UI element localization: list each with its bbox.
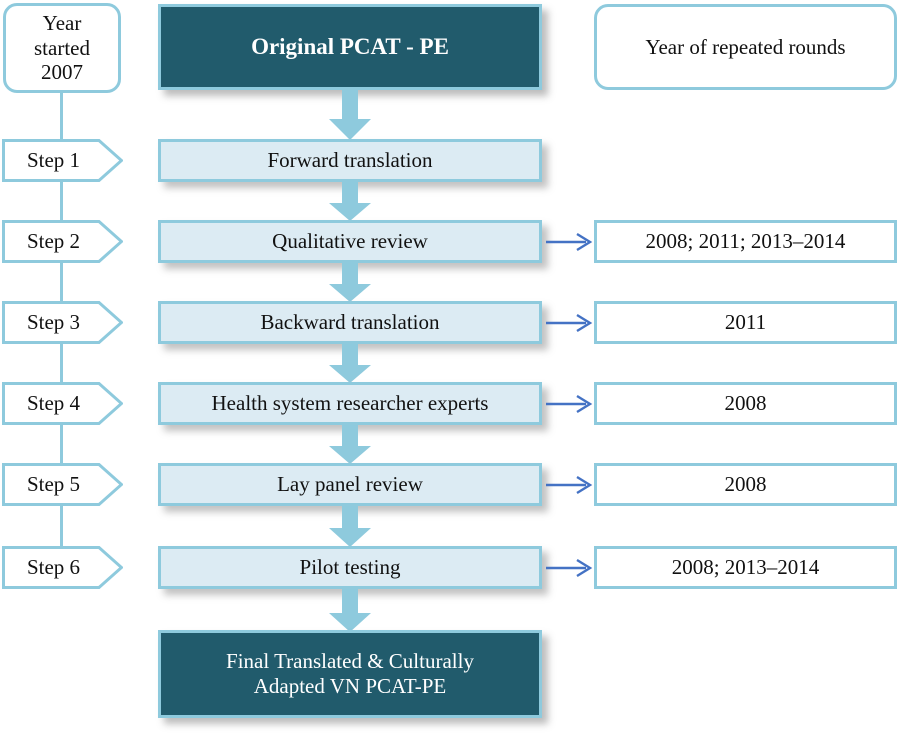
step-pentagon-4: Step 4 [2,382,123,425]
right-arrow-icon-4 [546,475,593,495]
right-arrow-icon-1 [546,232,593,252]
left-spine-segment-2 [60,262,63,302]
year-round-box-5: 2008; 2013–2014 [594,546,897,589]
right-arrow-icon-3 [546,394,593,414]
right-arrow-icon-5 [546,558,593,578]
year-round-label-4: 2008 [724,472,767,497]
original-instrument-box: Original PCAT - PE [158,4,542,90]
process-label-3: Backward translation [260,310,440,335]
step-pentagon-1: Step 1 [2,139,123,182]
year-round-box-2: 2011 [594,301,897,344]
left-spine-segment-4 [60,424,63,464]
year-started-line-2: started [34,35,90,60]
year-of-rounds-header-label: Year of repeated rounds [645,34,846,59]
process-label-1: Forward translation [267,148,433,173]
down-arrow-icon-3 [329,343,371,383]
final-output-line-1: Final Translated & Culturally [226,649,474,674]
year-round-label-1: 2008; 2011; 2013–2014 [645,229,846,254]
process-label-4: Health system researcher experts [211,391,489,416]
left-spine-segment-5 [60,505,63,546]
process-label-2: Qualitative review [272,229,428,254]
year-of-rounds-header: Year of repeated rounds [594,4,897,90]
step-label-3: Step 3 [26,310,81,335]
year-round-box-1: 2008; 2011; 2013–2014 [594,220,897,263]
year-round-box-3: 2008 [594,382,897,425]
year-round-label-2: 2011 [724,310,767,335]
final-output-box: Final Translated & Culturally Adapted VN… [158,630,542,718]
step-label-4: Step 4 [26,391,81,416]
down-arrow-icon-6 [329,588,371,632]
year-round-box-4: 2008 [594,463,897,506]
step-pentagon-5: Step 5 [2,463,123,506]
step-label-5: Step 5 [26,472,81,497]
process-box-1: Forward translation [158,139,542,182]
process-box-5: Lay panel review [158,463,542,506]
year-started-box: Year started 2007 [3,3,121,93]
down-arrow-icon-2 [329,262,371,302]
step-label-1: Step 1 [26,148,81,173]
down-arrow-icon-0 [329,89,371,140]
original-instrument-label: Original PCAT - PE [251,34,449,60]
process-box-3: Backward translation [158,301,542,344]
year-started-line-3: 2007 [41,60,83,85]
step-pentagon-2: Step 2 [2,220,123,263]
process-box-2: Qualitative review [158,220,542,263]
down-arrow-icon-1 [329,181,371,221]
process-box-4: Health system researcher experts [158,382,542,425]
process-label-6: Pilot testing [299,555,401,580]
step-label-2: Step 2 [26,229,81,254]
step-label-6: Step 6 [26,555,81,580]
left-spine-segment-1 [60,181,63,221]
year-started-line-1: Year [42,10,82,35]
down-arrow-icon-4 [329,424,371,464]
year-round-label-5: 2008; 2013–2014 [671,555,820,580]
final-output-line-2: Adapted VN PCAT-PE [253,674,447,698]
down-arrow-icon-5 [329,505,371,547]
process-box-6: Pilot testing [158,546,542,589]
right-arrow-icon-2 [546,313,593,333]
process-label-5: Lay panel review [277,472,423,497]
step-pentagon-6: Step 6 [2,546,123,589]
step-pentagon-3: Step 3 [2,301,123,344]
left-spine-segment-3 [60,343,63,383]
year-round-label-3: 2008 [724,391,767,416]
left-spine-segment-0 [60,92,63,140]
